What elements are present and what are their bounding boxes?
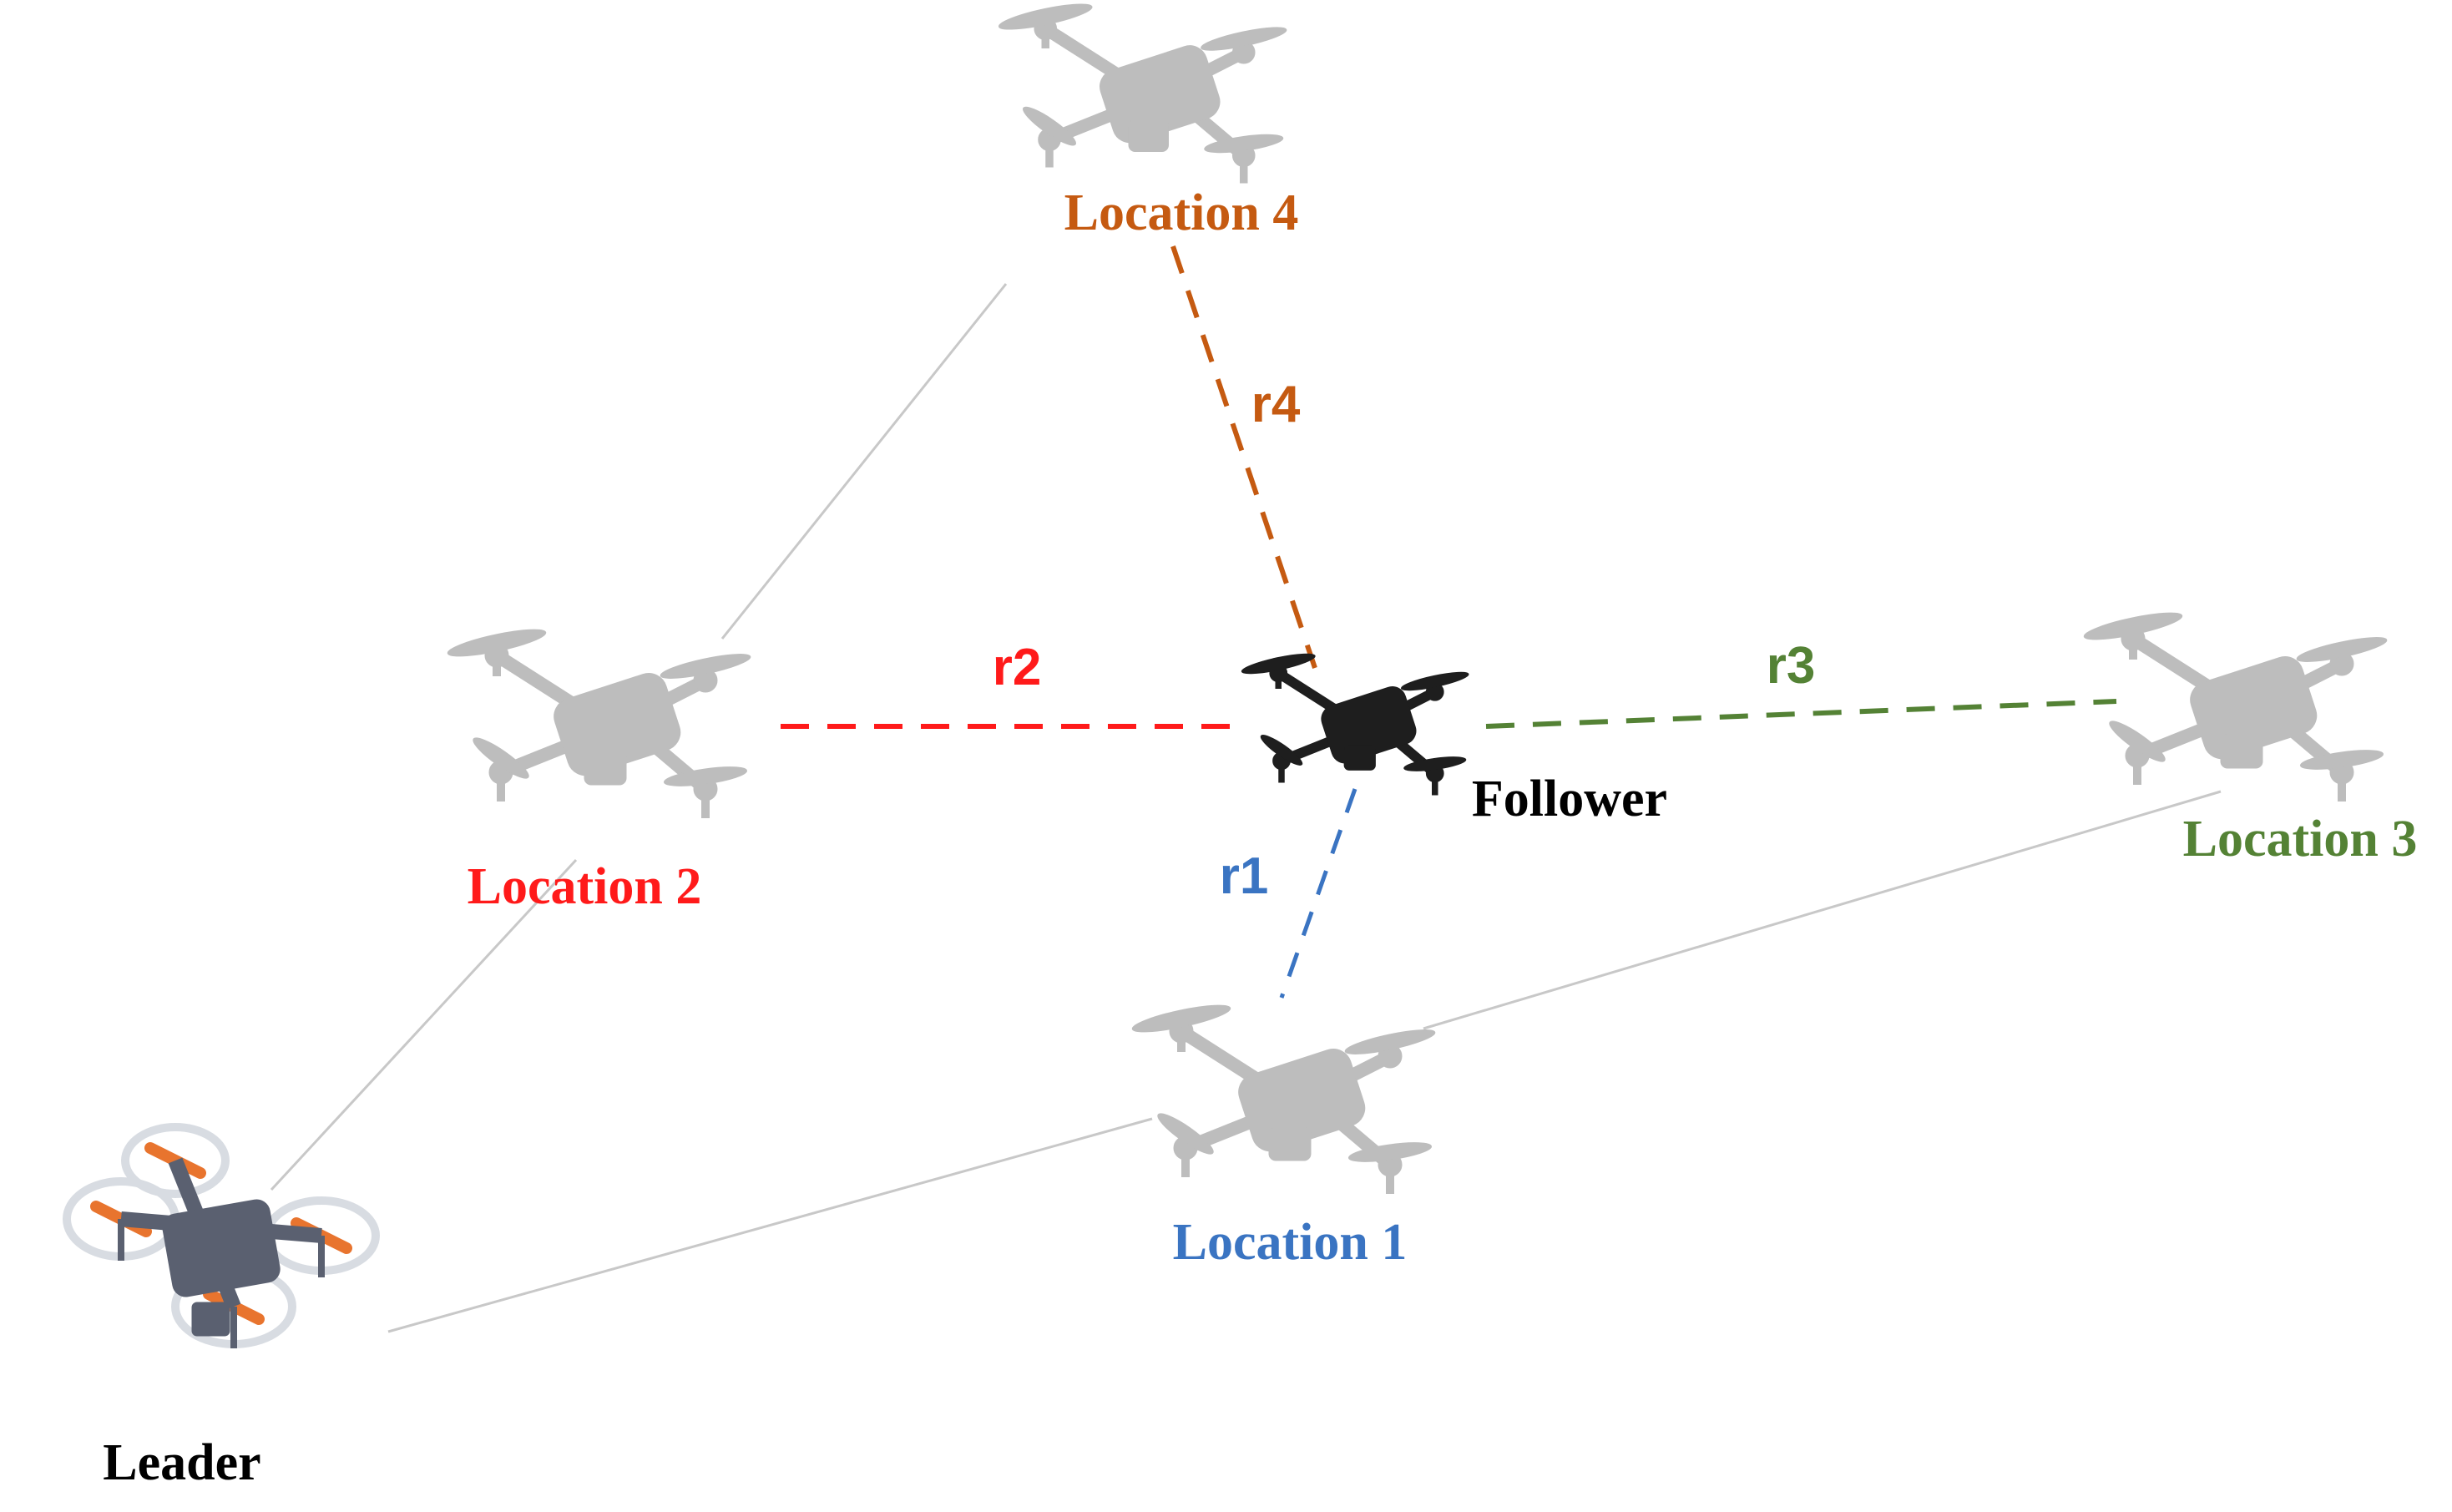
path-location-2-to-location-4: [720, 283, 1008, 640]
leader-label: Leader: [103, 1434, 260, 1491]
r2-label: r2: [993, 639, 1042, 696]
flight-path-lines: [270, 283, 2222, 1333]
follower-drone: [1241, 650, 1470, 795]
location-1-label: Location 1: [1173, 1214, 1408, 1271]
path-leader-to-location-1: [387, 1117, 1153, 1333]
r1-label: r1: [1220, 847, 1269, 905]
r4-label: r4: [1251, 376, 1301, 433]
location-2-drone: [446, 625, 751, 818]
location-1-drone: [1130, 1000, 1436, 1194]
quadcopter-ghost-icon: [1130, 1000, 1436, 1194]
quadcopter-follower-icon: [1241, 650, 1470, 795]
quadcopter-leader-icon: [63, 1123, 380, 1348]
location-3-label: Location 3: [2183, 811, 2418, 867]
range-lines: [781, 245, 2117, 999]
range-line-r3: [1485, 699, 2117, 729]
location-4-drone: [998, 0, 1288, 183]
path-location-1-to-location-3: [1423, 790, 2222, 1030]
location-2-label: Location 2: [468, 858, 702, 915]
quadcopter-ghost-icon: [446, 625, 751, 818]
follower-label: Follower: [1472, 771, 1667, 827]
leader-drone: [63, 1123, 380, 1348]
range-line-r4: [1170, 245, 1317, 669]
quadcopter-ghost-icon: [998, 0, 1288, 183]
quadcopter-ghost-icon: [2082, 608, 2388, 802]
range-line-r1: [1279, 788, 1357, 999]
r3-label: r3: [1767, 637, 1816, 695]
path-leader-to-location-2: [270, 858, 578, 1191]
location-4-label: Location 4: [1064, 185, 1299, 241]
location-3-drone: [2082, 608, 2388, 802]
